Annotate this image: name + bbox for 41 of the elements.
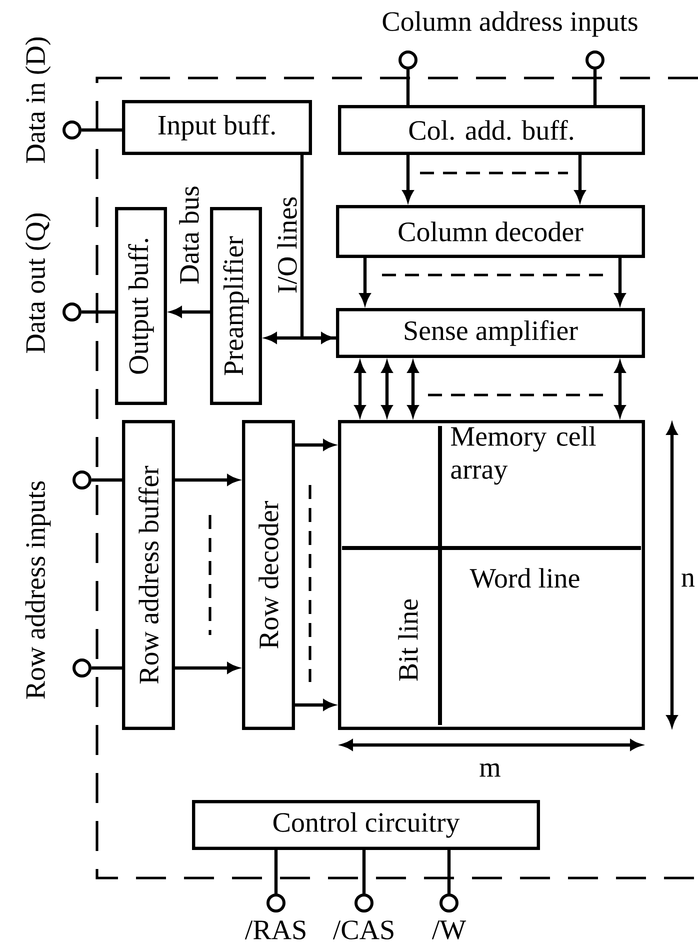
edge-label: Data bus — [178, 184, 200, 286]
connector-line — [82, 128, 122, 132]
connector-line — [92, 478, 122, 482]
block-box: Col. add. buff. — [338, 105, 645, 155]
side-label: Row address inputs — [25, 481, 51, 699]
line-label: Bit line — [398, 599, 418, 681]
edge-label: I/O lines — [276, 195, 298, 295]
block-box: Row address buffer — [122, 420, 175, 730]
terminal-circle — [62, 120, 82, 140]
line-label: Word line — [470, 568, 580, 588]
connector-line — [362, 850, 366, 894]
arrow — [300, 155, 332, 344]
block-box: Output buff. — [115, 207, 167, 405]
block-box: Column decoder — [336, 205, 645, 258]
connector-line — [92, 666, 122, 670]
connector-line — [406, 70, 410, 105]
terminal-label: Data out (Q) — [25, 213, 51, 353]
terminal-label: /CAS — [332, 920, 394, 940]
terminal-label: /RAS — [244, 920, 306, 940]
block-box: Row decoder — [242, 420, 295, 730]
terminal-circle — [266, 894, 286, 912]
dimension-label: m — [480, 763, 500, 777]
connector-line — [82, 310, 115, 314]
dimension-label: n — [682, 573, 695, 587]
terminal-circle — [354, 894, 374, 912]
terminal-circle — [72, 470, 92, 490]
terminal-label: Data in (D) — [25, 37, 51, 163]
connector-line — [274, 850, 278, 894]
terminal-label: /W — [432, 920, 466, 940]
terminal-circle — [398, 50, 418, 70]
terminal-circle — [586, 50, 604, 70]
block-box: Sense amplifier — [336, 308, 645, 358]
block-box: Control circuitry — [192, 800, 540, 850]
terminal-circle — [72, 658, 92, 678]
heading-text: Column address inputs — [382, 11, 638, 37]
terminal-circle — [62, 302, 82, 322]
block-box: Input buff. — [122, 100, 312, 155]
connector-line — [447, 850, 451, 894]
terminal-circle — [440, 894, 458, 912]
block-box: Preamplifier — [210, 207, 262, 405]
connector-line — [593, 70, 597, 105]
